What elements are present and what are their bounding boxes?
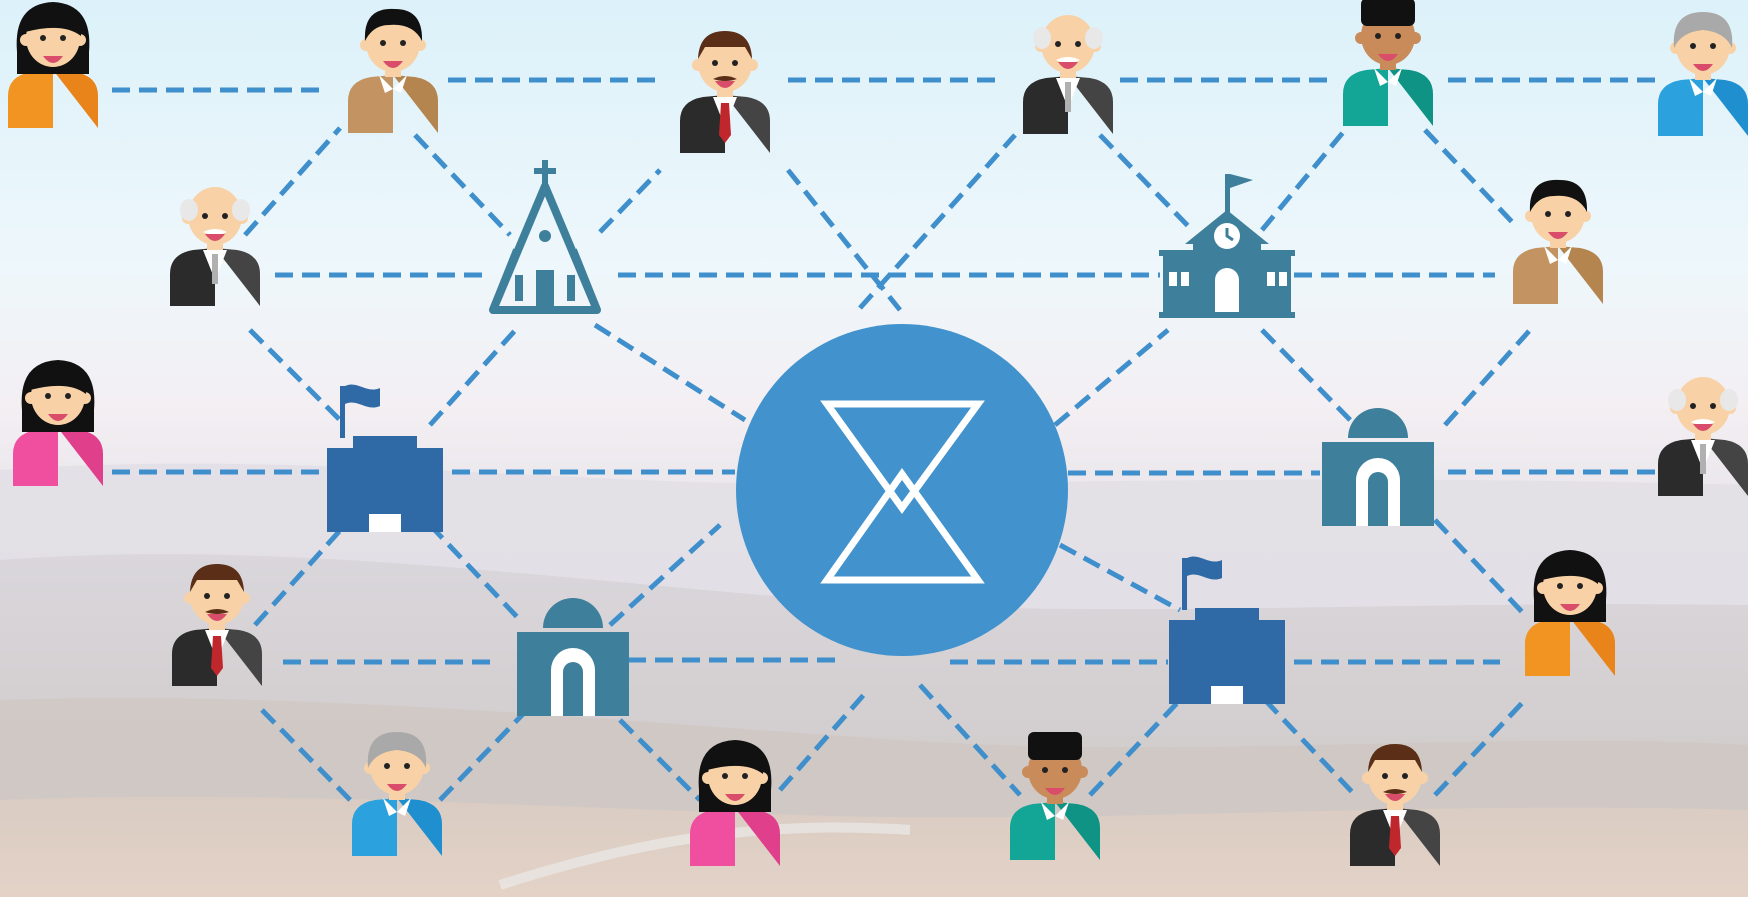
connector-lines bbox=[112, 77, 1660, 807]
person-grey-avatar bbox=[1658, 12, 1748, 136]
person-curly-avatar bbox=[1010, 732, 1100, 860]
person-man-tie-avatar bbox=[172, 564, 262, 686]
castle-flag-icon bbox=[327, 384, 443, 532]
hub-circle bbox=[736, 324, 1068, 656]
person-man-tie-avatar bbox=[1350, 744, 1440, 866]
person-man-avatar bbox=[348, 8, 438, 133]
school-icon bbox=[1159, 174, 1295, 318]
person-woman-avatar bbox=[1525, 550, 1615, 676]
person-elder-avatar bbox=[1658, 377, 1748, 496]
domed-building-icon bbox=[517, 598, 629, 716]
person-woman-avatar bbox=[8, 2, 98, 128]
church-icon bbox=[489, 160, 601, 314]
domed-building-icon bbox=[1322, 408, 1434, 526]
people-layer bbox=[8, 0, 1748, 866]
person-man-avatar bbox=[1513, 179, 1603, 304]
castle-flag-icon bbox=[1169, 556, 1285, 704]
person-elder-avatar bbox=[170, 187, 260, 306]
buildings-layer bbox=[327, 160, 1434, 716]
person-woman-avatar bbox=[13, 360, 103, 486]
person-woman-avatar bbox=[690, 740, 780, 866]
hourglass-icon bbox=[820, 400, 985, 584]
person-curly-avatar bbox=[1343, 0, 1433, 126]
central-hub bbox=[736, 324, 1068, 656]
person-man-tie-avatar bbox=[680, 31, 770, 153]
person-grey-avatar bbox=[352, 732, 442, 856]
person-elder-avatar bbox=[1023, 15, 1113, 134]
